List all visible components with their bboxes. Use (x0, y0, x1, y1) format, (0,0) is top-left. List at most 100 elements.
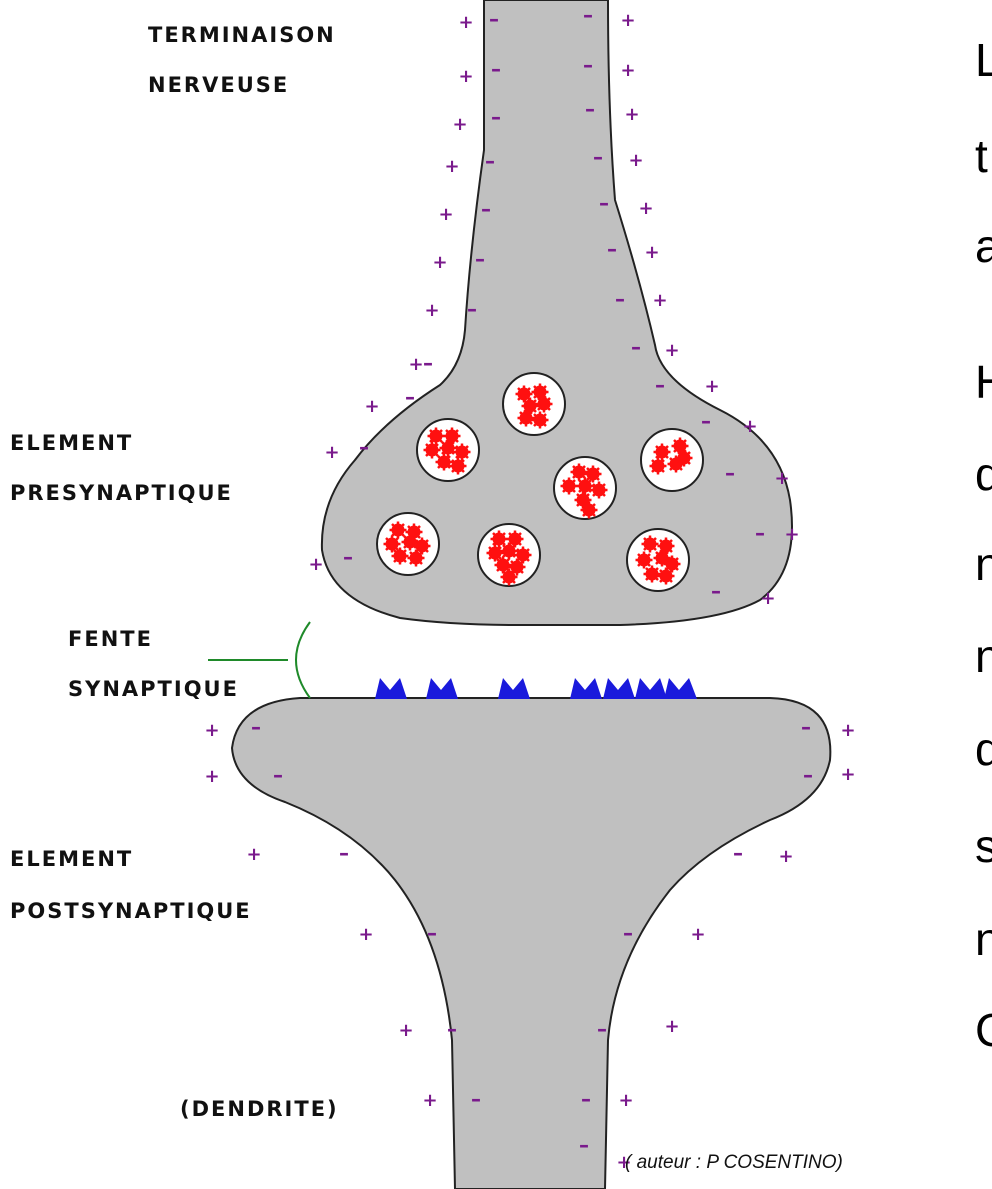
plus-charge: + (690, 924, 705, 945)
plus-charge: + (364, 396, 379, 417)
label-postsynaptique-line1: ELEMENT (10, 847, 133, 871)
receptors (375, 678, 697, 699)
minus-charge: – (583, 53, 593, 77)
side-text-line: n (975, 630, 992, 682)
plus-charge: + (840, 720, 855, 741)
plus-charge: + (324, 442, 339, 463)
minus-charge: – (593, 145, 603, 169)
plus-charge: + (458, 12, 473, 33)
minus-charge: – (581, 1087, 591, 1111)
plus-charge: + (664, 340, 679, 361)
receptor-icon (664, 678, 697, 699)
label-fente-line1: FENTE (68, 627, 153, 651)
minus-charge: – (711, 579, 721, 603)
neurotransmitter-dot (440, 440, 457, 457)
minus-charge: – (273, 763, 283, 787)
minus-charge: – (485, 149, 495, 173)
plus-charge: + (628, 150, 643, 171)
side-text-line: a (975, 220, 992, 272)
plus-charge: + (742, 416, 757, 437)
plus-charge: + (204, 720, 219, 741)
neurotransmitter-dot (392, 548, 409, 565)
side-text-line: C (975, 1004, 992, 1056)
minus-charge: – (583, 3, 593, 27)
plus-charge: + (408, 354, 423, 375)
plus-charge: + (840, 764, 855, 785)
plus-charge: + (664, 1016, 679, 1037)
side-text-line: t (975, 130, 988, 182)
neurotransmitter-dot (650, 458, 667, 475)
label-dendrite: (DENDRITE) (180, 1097, 339, 1121)
label-presynaptique-line1: ELEMENT (10, 431, 133, 455)
neurotransmitter-dot (428, 428, 445, 445)
neurotransmitter-dot (636, 552, 653, 569)
minus-charge: – (339, 841, 349, 865)
side-text-line: n (975, 538, 992, 590)
neurotransmitter-dot (436, 454, 453, 471)
plus-charge: + (644, 242, 659, 263)
plus-charge: + (620, 10, 635, 31)
minus-charge: – (733, 841, 743, 865)
side-text-line: H (975, 356, 992, 408)
neurotransmitter-dot (561, 478, 578, 495)
receptor-icon (375, 678, 407, 699)
minus-charge: – (655, 373, 665, 397)
minus-charge: – (631, 335, 641, 359)
plus-charge: + (624, 104, 639, 125)
side-text-line: L (975, 34, 992, 86)
minus-charge: – (725, 461, 735, 485)
minus-charge: – (803, 763, 813, 787)
receptor-icon (570, 678, 602, 699)
neurotransmitter-dot (491, 531, 508, 548)
side-text-line: s (975, 820, 992, 872)
side-text: L t a H d n n d s n C (975, 34, 992, 1056)
minus-charge: – (623, 921, 633, 945)
plus-charge: + (398, 1020, 413, 1041)
side-text-line: d (975, 723, 992, 775)
neurotransmitter-dot (408, 550, 425, 567)
label-terminaison-line2: NERVEUSE (148, 73, 289, 97)
plus-charge: + (424, 300, 439, 321)
minus-charge: – (467, 297, 477, 321)
side-text-line: n (975, 913, 992, 965)
plus-charge: + (422, 1090, 437, 1111)
minus-charge: – (607, 237, 617, 261)
receptor-icon (426, 678, 458, 699)
minus-charge: – (801, 715, 811, 739)
minus-charge: – (489, 7, 499, 31)
receptor-icon (635, 678, 667, 699)
author-credit: ( auteur : P COSENTINO) (625, 1152, 843, 1173)
label-terminaison-line1: TERMINAISON (148, 23, 336, 47)
minus-charge: – (755, 521, 765, 545)
minus-charge: – (475, 247, 485, 271)
plus-charge: + (620, 60, 635, 81)
neurotransmitter-dot (424, 442, 441, 459)
minus-charge: – (471, 1087, 481, 1111)
plus-charge: + (618, 1090, 633, 1111)
plus-charge: + (704, 376, 719, 397)
minus-charge: – (615, 287, 625, 311)
minus-charge: – (599, 191, 609, 215)
neurotransmitter-dot (642, 536, 659, 553)
minus-charge: – (481, 197, 491, 221)
plus-charge: + (458, 66, 473, 87)
neurotransmitter-dot (581, 502, 598, 519)
minus-charge: – (427, 921, 437, 945)
neurotransmitter-dot (658, 568, 675, 585)
minus-charge: – (597, 1017, 607, 1041)
plus-charge: + (452, 114, 467, 135)
minus-charge: – (359, 435, 369, 459)
neurotransmitter-dot (454, 444, 471, 461)
minus-charge: – (343, 545, 353, 569)
plus-charge: + (652, 290, 667, 311)
plus-charge: + (358, 924, 373, 945)
plus-charge: + (760, 588, 775, 609)
neurotransmitter-dot (532, 412, 549, 429)
plus-charge: + (638, 198, 653, 219)
label-postsynaptique-line2: POSTSYNAPTIQUE (10, 899, 252, 923)
neurotransmitter-dot (518, 410, 535, 427)
plus-charge: + (204, 766, 219, 787)
plus-charge: + (444, 156, 459, 177)
